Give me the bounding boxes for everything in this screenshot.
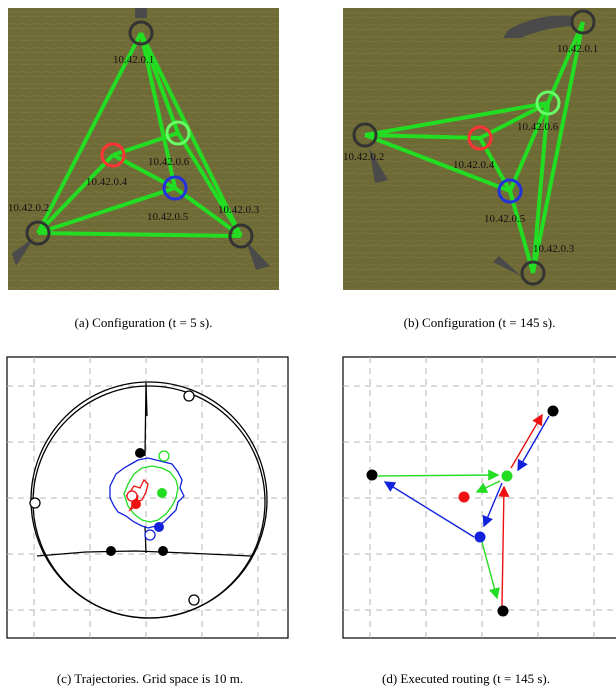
node-10-42-0-3 (228, 223, 254, 249)
end-marker-blue (154, 522, 164, 532)
route-arrow-red (510, 413, 543, 469)
motion-arrows-a (12, 8, 270, 270)
node-10-42-0-2 (25, 220, 51, 246)
trajectory-red (125, 478, 149, 512)
node-label: 10.42.0.4 (453, 159, 495, 171)
node-10-42-0-6 (535, 90, 561, 116)
node-label: 10.42.0.2 (343, 151, 384, 163)
node-label: 10.42.0.1 (557, 43, 598, 55)
node-10-42-0-5 (162, 175, 188, 201)
node-label: 10.42.0.6 (148, 156, 190, 168)
trajectory-green (123, 465, 179, 523)
end-marker (135, 448, 145, 458)
caption-b: (b) Configuration (t = 145 s). (403, 315, 556, 330)
motion-arrows-b (369, 15, 573, 276)
node-label: 10.42.0.6 (517, 121, 559, 133)
trajectory-blue (109, 457, 185, 529)
node-relay-green (501, 470, 513, 482)
panel-a: 10.42.0.1 10.42.0.6 10.42.0.4 10.42.0.2 … (8, 8, 279, 330)
node-label: 10.42.0.4 (86, 176, 128, 188)
route-arrow-green (377, 469, 500, 481)
end-marker-red (131, 499, 141, 509)
caption-a: (a) Configuration (t = 5 s). (74, 315, 213, 330)
node-label: 10.42.0.2 (8, 202, 49, 214)
aerial-photo-b: 10.42.0.1 10.42.0.6 10.42.0.2 10.42.0.4 … (343, 8, 616, 290)
node-10-42-0-1 (128, 20, 154, 46)
route-arrow-blue (383, 481, 475, 538)
node-10-42-0-4 (467, 125, 493, 151)
route-arrow-blue (517, 415, 550, 472)
node-endpoint (366, 469, 378, 481)
caption-d: (d) Executed routing (t = 145 s). (382, 671, 550, 686)
route-arrow-red (498, 485, 510, 607)
node-10-42-0-1 (570, 9, 596, 35)
node-label: 10.42.0.5 (147, 211, 189, 223)
route-arrow-green (481, 541, 500, 600)
end-marker (106, 546, 116, 556)
node-label: 10.42.0.1 (113, 54, 154, 66)
node-10-42-0-6 (165, 120, 191, 146)
grid-lines (343, 357, 616, 638)
route-arrow-green (475, 480, 501, 493)
aerial-photo-a: 10.42.0.1 10.42.0.6 10.42.0.4 10.42.0.2 … (8, 8, 279, 290)
node-endpoint (547, 405, 559, 417)
node-relay-blue (474, 531, 486, 543)
start-markers (29, 390, 200, 606)
end-marker-green (157, 488, 167, 498)
panel-b: 10.42.0.1 10.42.0.6 10.42.0.2 10.42.0.4 … (343, 8, 616, 330)
panel-d (342, 356, 616, 639)
caption-c: (c) Trajectories. Grid space is 10 m. (56, 671, 244, 686)
end-marker (158, 546, 168, 556)
node-10-42-0-2 (352, 122, 378, 148)
node-10-42-0-5 (497, 178, 523, 204)
node-label: 10.42.0.3 (533, 243, 575, 255)
plot-frame (6, 356, 289, 639)
node-10-42-0-4 (100, 142, 126, 168)
node-10-42-0-3 (520, 260, 546, 286)
node-endpoint (497, 605, 509, 617)
node-relay-red (458, 491, 470, 503)
node-label: 10.42.0.5 (484, 213, 526, 225)
node-label: 10.42.0.3 (218, 204, 260, 216)
panel-c (6, 356, 289, 639)
